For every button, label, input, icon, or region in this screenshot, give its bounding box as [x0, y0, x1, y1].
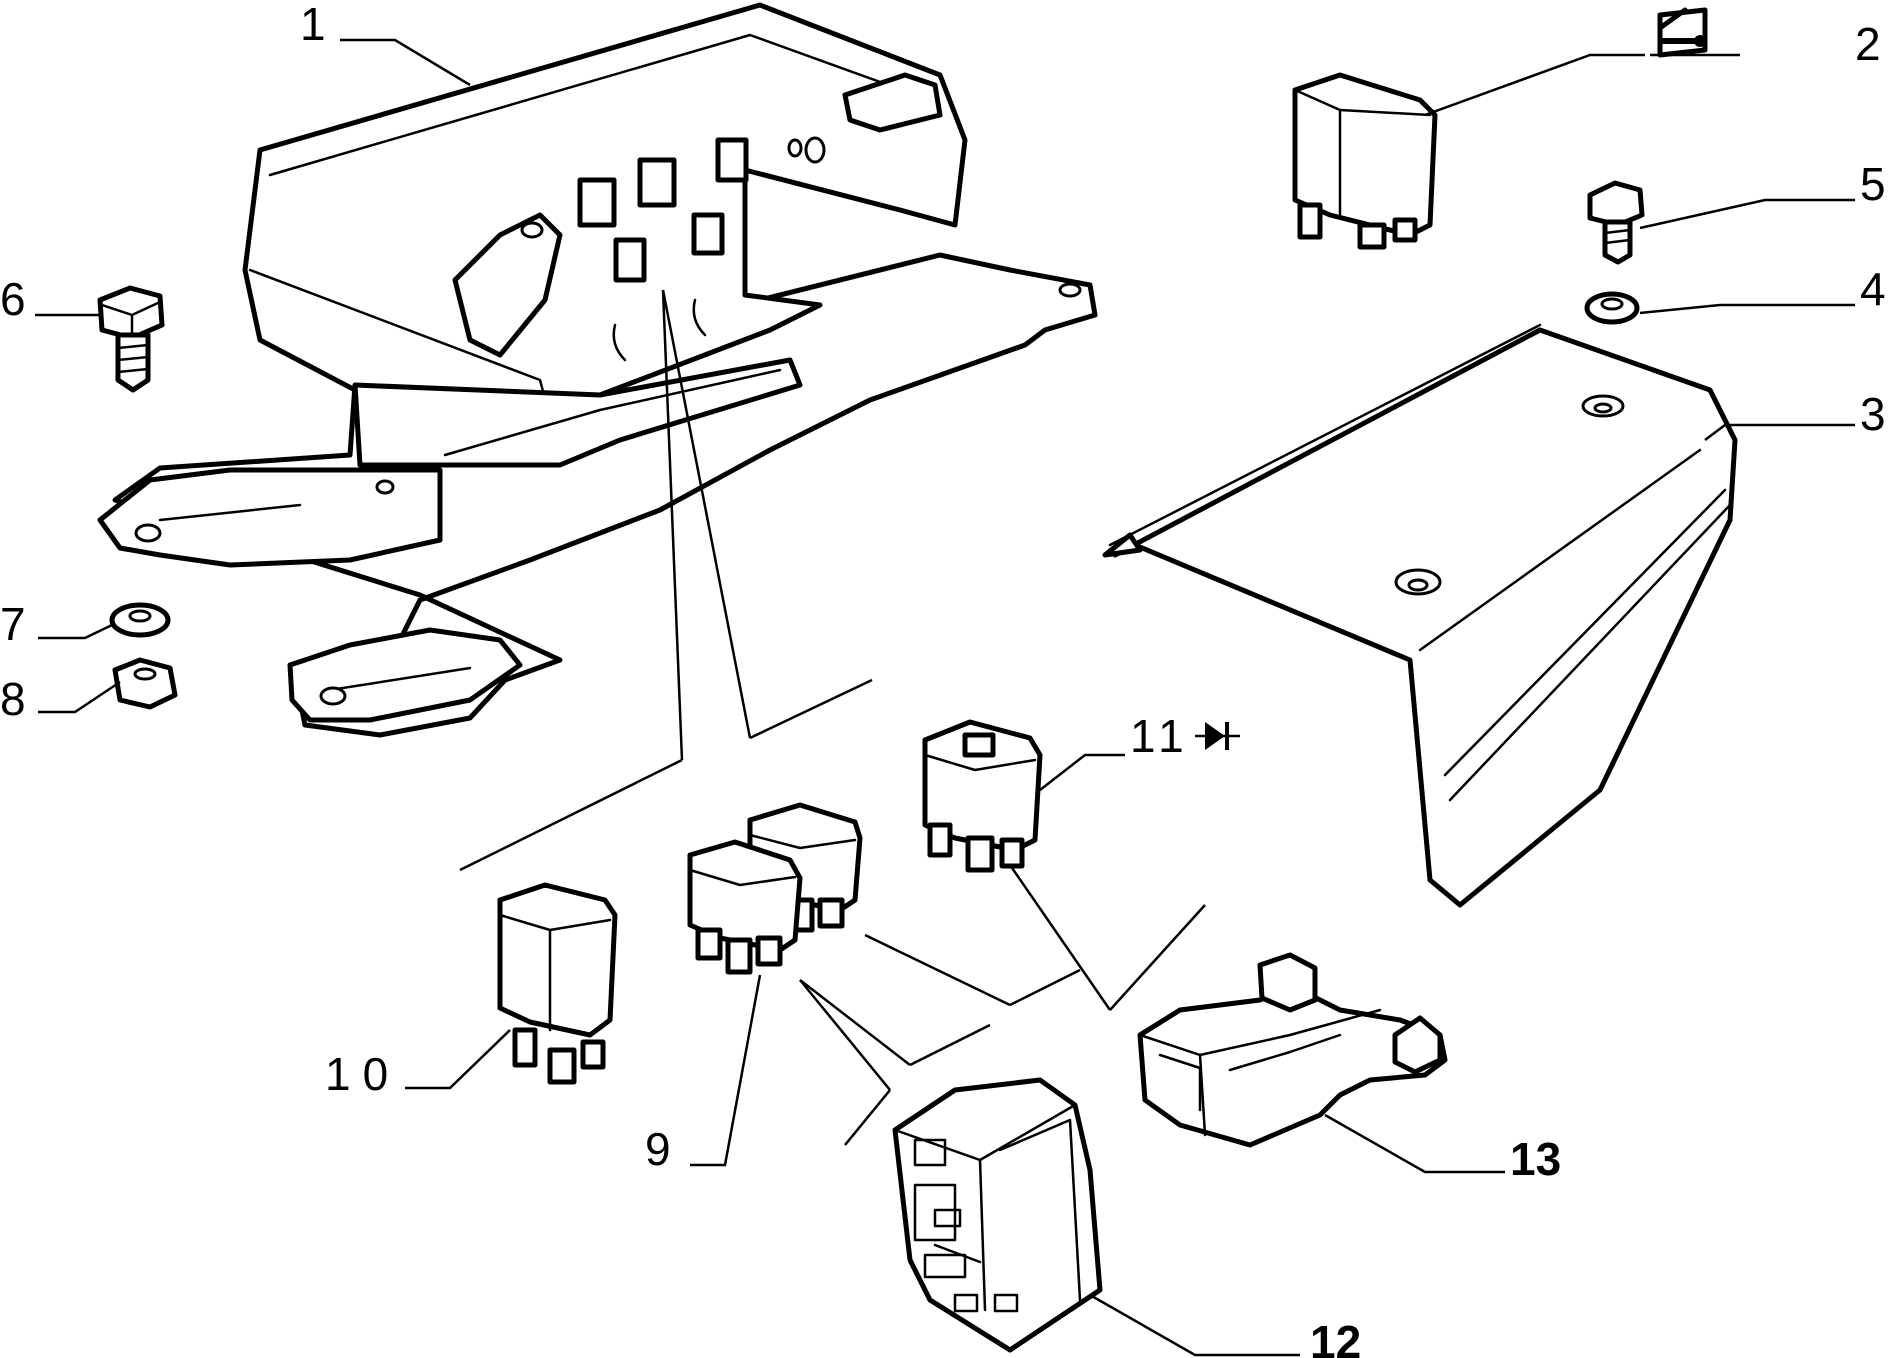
- callout-5: 5: [1860, 158, 1886, 210]
- screw-5: [1587, 180, 1645, 265]
- nut-8: [112, 657, 178, 710]
- callout-9: 9: [645, 1123, 671, 1175]
- relay-10: [497, 882, 618, 1085]
- callout-11: 11: [1130, 710, 1190, 762]
- callout-8: 8: [0, 673, 26, 725]
- callout-1: 1: [300, 0, 326, 50]
- inset-lines: [459, 289, 873, 872]
- relay-2: [1292, 72, 1438, 250]
- callout-13: 13: [1510, 1133, 1561, 1185]
- callout-6: 6: [0, 273, 26, 325]
- fuse-holder-bracket: [97, 2, 1098, 738]
- door-key-icon: [1657, 7, 1708, 58]
- callout-10: 10: [325, 1048, 400, 1100]
- callout-12: 12: [1310, 1316, 1361, 1358]
- inset-connector-lines: [799, 864, 1206, 1146]
- relay-socket-12: [892, 1077, 1103, 1353]
- fuse-holder-13: [1137, 952, 1448, 1148]
- leader-lines: [35, 38, 1855, 1357]
- relay-11: [922, 719, 1043, 873]
- diode-icon: [1195, 722, 1240, 750]
- callout-3: 3: [1860, 388, 1886, 440]
- callout-2: 2: [1855, 18, 1881, 70]
- holder-cover: [1102, 323, 1738, 908]
- callout-7: 7: [0, 598, 26, 650]
- callout-4: 4: [1860, 263, 1886, 315]
- washer-7: [109, 602, 171, 638]
- washer-4: [1584, 291, 1640, 325]
- relay-9-pair: [687, 802, 863, 975]
- bolt-6: [97, 285, 165, 393]
